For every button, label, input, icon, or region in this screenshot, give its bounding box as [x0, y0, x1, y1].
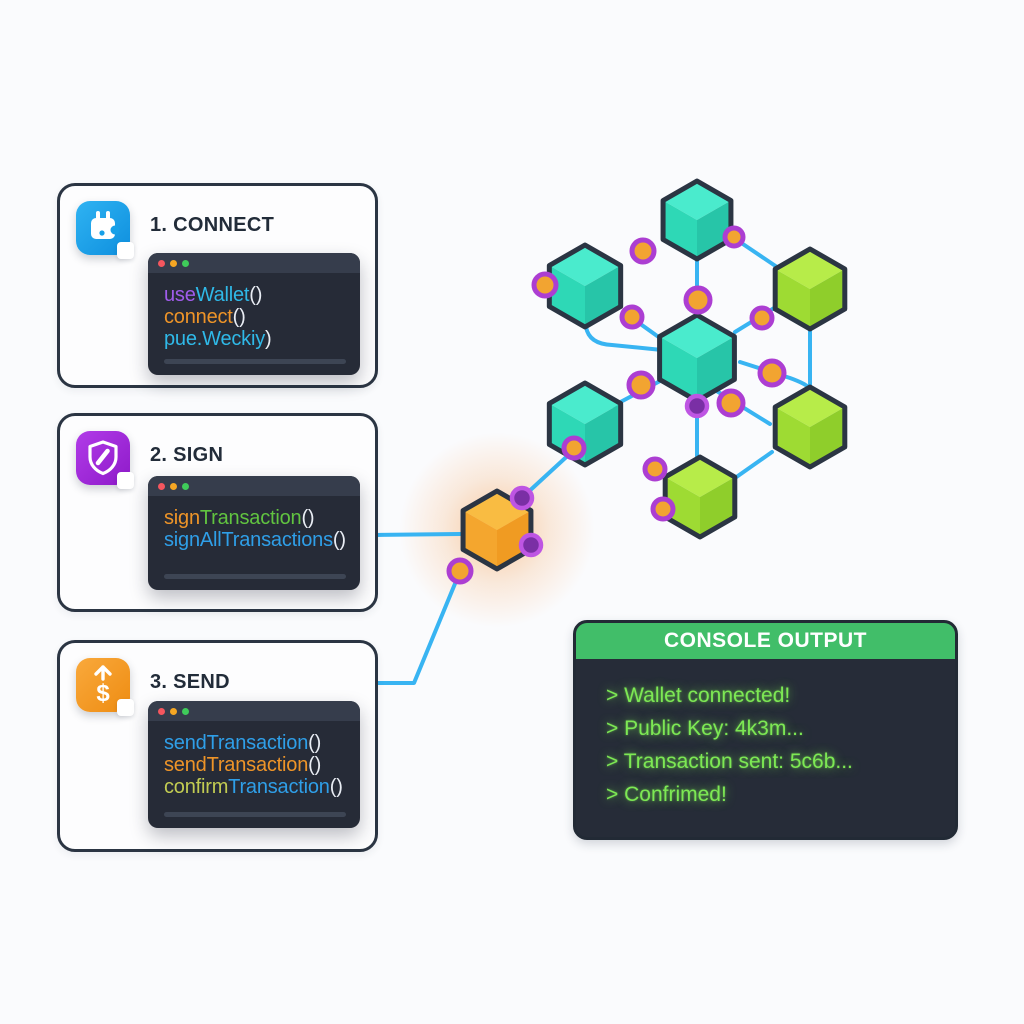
- code-line: connect(): [164, 306, 246, 328]
- window-maximize-dot[interactable]: [182, 482, 189, 490]
- code-line: useWallet(): [164, 284, 263, 306]
- window-close-dot[interactable]: [158, 482, 165, 490]
- connector-dot-orange: [619, 304, 645, 330]
- connector-dot-orange: [626, 370, 656, 400]
- step-title-sign: 2. SIGN: [150, 444, 224, 466]
- blockchain-cube-teal: [546, 242, 624, 330]
- window-minimize-dot[interactable]: [170, 707, 177, 715]
- code-body: signTransaction()signAllTransactions(): [148, 496, 360, 551]
- code-line: sendTransaction(): [164, 754, 322, 776]
- send-dollar-icon: $: [76, 658, 134, 716]
- code-body: useWallet()connect()pue.Weckiy): [148, 273, 360, 350]
- connector-dot-orange: [446, 557, 474, 585]
- connector-dot-purple: [509, 485, 535, 511]
- blockchain-cube-green: [772, 246, 848, 332]
- code-line: signTransaction(): [164, 507, 315, 529]
- icon-corner-notch: [117, 472, 134, 489]
- icon-corner-notch: [117, 699, 134, 716]
- step-title-send: 3. SEND: [150, 671, 230, 693]
- step-panel-connect: 1. CONNECT useWallet()connect()pue.Wecki…: [57, 183, 378, 388]
- code-line: sendTransaction(): [164, 732, 322, 754]
- network-edge: [373, 572, 461, 685]
- window-minimize-dot[interactable]: [170, 482, 177, 490]
- code-line: signAllTransactions(): [164, 529, 346, 551]
- console-title: CONSOLE OUTPUT: [663, 629, 867, 652]
- blockchain-cube-green: [772, 384, 848, 470]
- connector-dot-orange: [716, 388, 746, 418]
- console-line: > Public Key: 4k3m...: [606, 717, 804, 740]
- code-line: pue.Weckiy): [164, 328, 272, 350]
- window-titlebar: [148, 253, 360, 273]
- console-header: CONSOLE OUTPUT: [576, 623, 955, 659]
- window-titlebar: [148, 476, 360, 496]
- network-edge: [733, 450, 774, 480]
- blockchain-cube-teal: [660, 178, 734, 262]
- window-maximize-dot[interactable]: [182, 259, 189, 267]
- console-line: > Wallet connected!: [606, 684, 791, 707]
- blockchain-cube-green: [662, 454, 738, 540]
- connector-dot-orange: [642, 456, 668, 482]
- code-window-connect: useWallet()connect()pue.Weckiy): [148, 253, 360, 375]
- console-line: > Transaction sent: 5c6b...: [606, 750, 853, 773]
- window-scrollbar[interactable]: [164, 359, 346, 364]
- shield-pencil-icon: [76, 431, 134, 489]
- plug-icon: [76, 201, 134, 259]
- connector-dot-orange: [650, 496, 676, 522]
- window-maximize-dot[interactable]: [182, 707, 189, 715]
- connector-dot-purple: [518, 532, 544, 558]
- step-panel-sign: 2. SIGN signTransaction()signAllTransact…: [57, 413, 378, 612]
- console-panel: CONSOLE OUTPUT > Wallet connected! > Publ…: [573, 620, 958, 840]
- blockchain-cube-teal: [657, 312, 737, 404]
- icon-corner-notch: [117, 242, 134, 259]
- connector-dot-orange: [531, 271, 559, 299]
- code-line: confirmTransaction(): [164, 776, 343, 798]
- connector-dot-orange: [757, 358, 787, 388]
- connector-dot-orange: [722, 225, 746, 249]
- connector-dot-purple: [684, 393, 710, 419]
- window-scrollbar[interactable]: [164, 812, 346, 817]
- window-titlebar: [148, 701, 360, 721]
- window-close-dot[interactable]: [158, 259, 165, 267]
- connector-dot-orange: [683, 285, 713, 315]
- network-edge: [584, 325, 664, 352]
- step-panel-send: $ 3. SEND sendTransaction()sendTransacti…: [57, 640, 378, 852]
- console-body: > Wallet connected! > Public Key: 4k3m...…: [576, 659, 955, 811]
- console-line: > Confrimed!: [606, 783, 727, 806]
- connector-dot-orange: [561, 435, 587, 461]
- window-minimize-dot[interactable]: [170, 259, 177, 267]
- step-title-connect: 1. CONNECT: [150, 214, 275, 236]
- network-edge: [373, 532, 462, 537]
- code-body: sendTransaction()sendTransaction()confir…: [148, 721, 360, 798]
- connector-dot-orange: [749, 305, 775, 331]
- code-window-send: sendTransaction()sendTransaction()confir…: [148, 701, 360, 828]
- svg-text:$: $: [96, 680, 110, 707]
- connector-dot-orange: [629, 237, 657, 265]
- window-close-dot[interactable]: [158, 707, 165, 715]
- window-scrollbar[interactable]: [164, 574, 346, 579]
- code-window-sign: signTransaction()signAllTransactions(): [148, 476, 360, 590]
